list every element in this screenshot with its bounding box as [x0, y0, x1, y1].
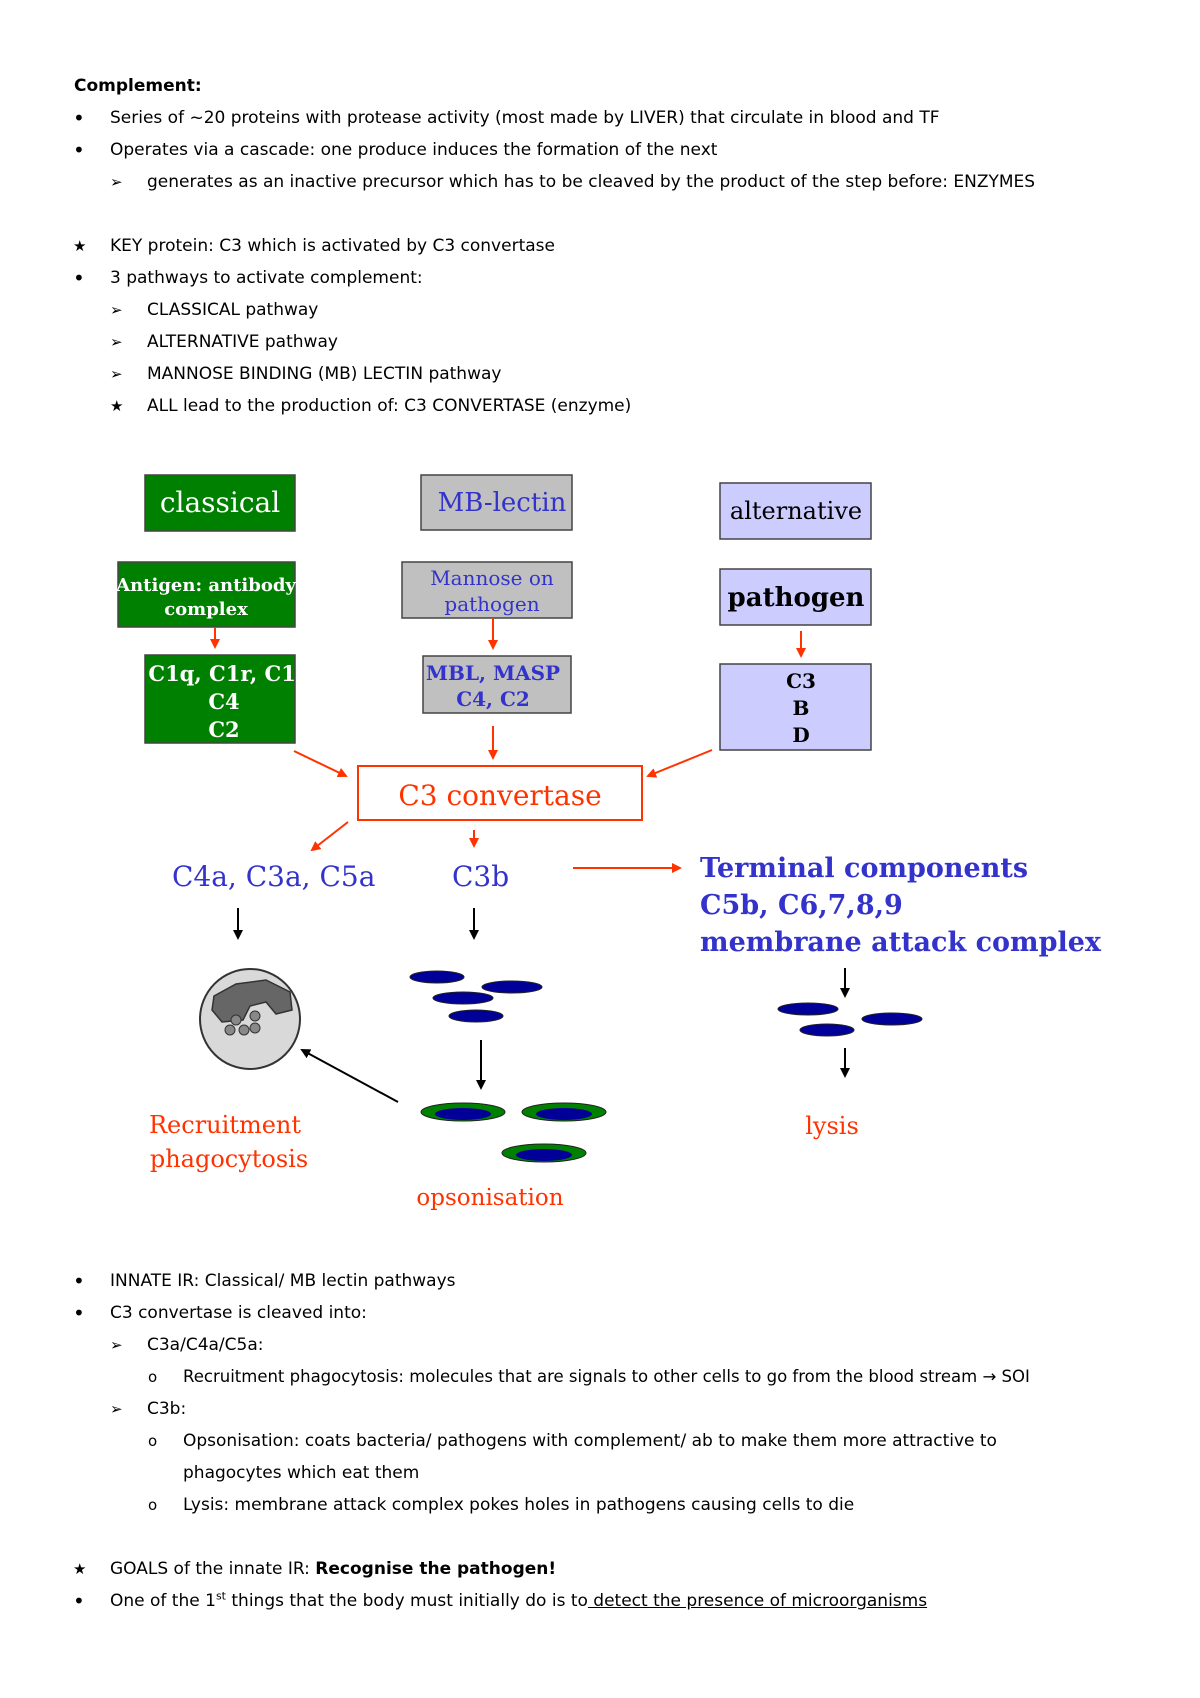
mac-target-cells-icon [777, 1002, 923, 1037]
alternative-components-line1: C3 [786, 669, 816, 693]
bullet-dot: • [73, 1301, 85, 1325]
bullet-dot: • [73, 1589, 85, 1613]
classical-trigger-box [117, 561, 296, 628]
goals-line: GOALS of the innate IR: Recognise the pa… [110, 1558, 556, 1580]
classical-trigger-line2: complex [164, 599, 248, 620]
alternative-components-line2: B [793, 696, 810, 720]
arrowhead-bullet-icon: ➢ [110, 1336, 123, 1354]
arrow-opsonised-to-phagocyte [300, 1049, 399, 1103]
bullet-dot: • [73, 1269, 85, 1293]
circle-bullet-icon: o [148, 1496, 158, 1514]
arrowhead-bullet-icon: ➢ [110, 333, 123, 351]
sub-bullet-text: CLASSICAL pathway [147, 300, 319, 320]
alternative-pathway: alternative pathogen C3 B D [719, 482, 872, 751]
alternative-components-line3: D [792, 723, 809, 747]
classical-title: classical [160, 486, 280, 519]
alternative-components-box [719, 663, 872, 751]
c3b-label: C3b [452, 860, 509, 893]
opsonisation-label: opsonisation [416, 1185, 563, 1211]
arrowhead-bullet-icon: ➢ [110, 173, 123, 191]
bullet-text: 3 pathways to activate complement: [110, 268, 423, 288]
soi-text: SOI [1001, 1367, 1030, 1386]
circle-bullet-icon: o [148, 1432, 158, 1450]
c3-convertase-label: C3 convertase [398, 779, 601, 812]
mblectin-components-line2: C4, C2 [456, 687, 530, 711]
pathogen-cells-icon [409, 970, 543, 1023]
mblectin-trigger-line2: pathogen [444, 592, 539, 616]
goals-emphasis: Recognise the pathogen! [315, 1559, 557, 1579]
star-bullet-icon: ★ [73, 1560, 87, 1578]
terminal-line3: membrane attack complex [700, 927, 1102, 958]
sub-sub-bullet-text: Recruitment phagocytosis: molecules that… [183, 1366, 1030, 1388]
star-bullet-icon: ★ [110, 397, 124, 415]
mblectin-trigger-line1: Mannose on [430, 566, 554, 590]
sub-sub-bullet-continuation: phagocytes which eat them [183, 1463, 420, 1483]
bullet-text: C3 convertase is cleaved into: [110, 1303, 367, 1323]
mblectin-components-box [422, 655, 572, 714]
sub-bullet-text: ALL lead to the production of: C3 CONVER… [147, 396, 632, 416]
sub-sub-bullet-text: Lysis: membrane attack complex pokes hol… [183, 1495, 855, 1515]
opsonised-pathogens-icon [420, 1102, 607, 1163]
sub-bullet-text: ALTERNATIVE pathway [147, 332, 338, 352]
bullet-text: KEY protein: C3 which is activated by C3… [110, 236, 555, 256]
last-line: One of the 1st things that the body must… [110, 1590, 927, 1612]
classical-pathway: classical Antigen: antibody complex C1q,… [115, 474, 308, 744]
bullet-dot: • [73, 266, 85, 290]
classical-components-line3: C2 [208, 717, 239, 742]
arrowhead-bullet-icon: ➢ [110, 365, 123, 383]
classical-components-line1: C1q, C1r, C1s [148, 661, 307, 686]
classical-components-box [144, 654, 296, 744]
alternative-title-box [719, 482, 872, 540]
mblectin-title-box [420, 474, 573, 531]
classical-title-box [144, 474, 296, 532]
anaphylatoxins-label: C4a, C3a, C5a [172, 860, 375, 893]
alternative-title: alternative [730, 497, 862, 525]
sub-bullet-text: C3b: [147, 1399, 187, 1419]
bullet-text: Series of ~20 proteins with protease act… [110, 108, 940, 128]
arrowhead-bullet-icon: ➢ [110, 1400, 123, 1418]
goals-prefix: GOALS of the innate IR: [110, 1559, 316, 1579]
underlined-phrase: detect the presence of microorganisms [587, 1591, 928, 1611]
terminal-line2: C5b, C6,7,8,9 [700, 890, 903, 921]
terminal-line1: Terminal components [700, 853, 1028, 884]
sub-bullet-text: generates as an inactive precursor which… [147, 172, 1036, 192]
recruitment-line2: phagocytosis [150, 1145, 308, 1173]
circle-bullet-icon: o [148, 1368, 158, 1386]
arrow-alternative-to-convertase [646, 749, 713, 778]
arrow-convertase-to-anaphylatoxins [310, 821, 349, 852]
recruitment-description: Recruitment phagocytosis: molecules that… [183, 1367, 978, 1386]
mblectin-pathway: MB-lectin Mannose on pathogen MBL, MASP … [401, 474, 573, 714]
bullet-dot: • [73, 138, 85, 162]
bullet-text: INNATE IR: Classical/ MB lectin pathways [110, 1271, 456, 1291]
mblectin-components-line1: MBL, MASP [426, 661, 560, 685]
last-line-part1: One of the 1 [110, 1591, 216, 1611]
sub-bullet-text: C3a/C4a/C5a: [147, 1335, 264, 1355]
classical-trigger-line1: Antigen: antibody [115, 575, 296, 596]
classical-components-line2: C4 [208, 689, 239, 714]
alternative-trigger: pathogen [728, 583, 865, 613]
right-arrow-icon: → [982, 1367, 997, 1386]
sub-bullet-text: MANNOSE BINDING (MB) LECTIN pathway [147, 364, 502, 384]
bullet-text: Operates via a cascade: one produce indu… [110, 140, 718, 160]
lysis-label: lysis [805, 1112, 859, 1140]
star-bullet-icon: ★ [73, 237, 87, 255]
mblectin-title: MB-lectin [438, 488, 567, 518]
phagocyte-cell-icon [199, 968, 301, 1070]
alternative-trigger-box [719, 568, 872, 626]
mblectin-trigger-box [401, 561, 573, 619]
ordinal-suffix: st [215, 1589, 226, 1603]
recruitment-line1: Recruitment [149, 1111, 301, 1139]
last-line-part2: things that the body must initially do i… [225, 1591, 588, 1611]
complement-pathways-diagram: classical Antigen: antibody complex C1q,… [115, 474, 1102, 1211]
c3-convertase-box [357, 765, 643, 821]
complement-heading: Complement: [74, 76, 202, 96]
arrowhead-bullet-icon: ➢ [110, 301, 123, 319]
arrow-classical-to-convertase [293, 750, 348, 778]
sub-sub-bullet-text: Opsonisation: coats bacteria/ pathogens … [183, 1431, 997, 1451]
bullet-dot: • [73, 106, 85, 130]
